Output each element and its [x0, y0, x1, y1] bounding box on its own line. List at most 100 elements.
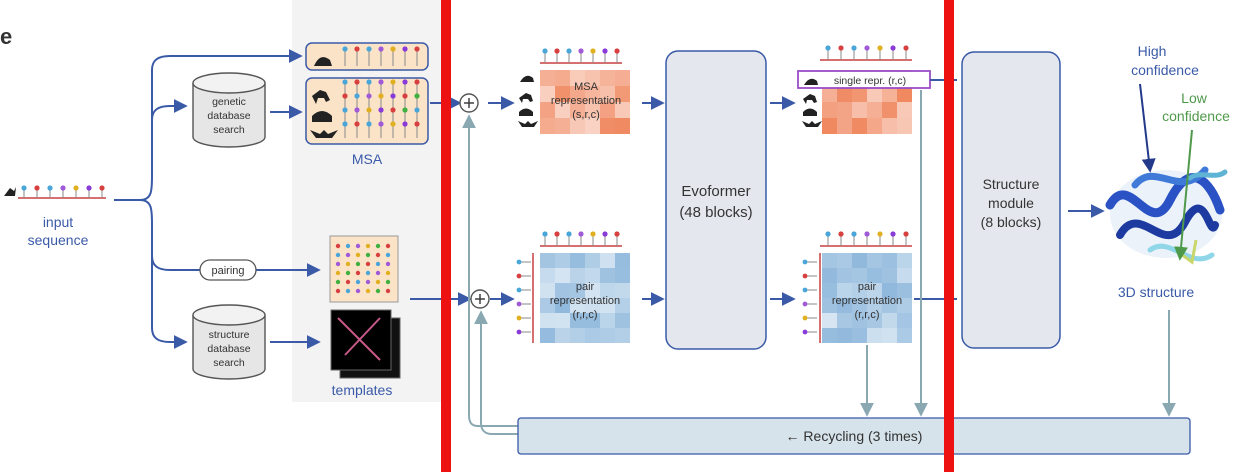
repr-cell [897, 298, 912, 313]
residue-pin-head [390, 93, 396, 99]
residue-pin-head [342, 93, 348, 99]
template-dot [345, 261, 351, 267]
pair-repr-label-1: pair [576, 281, 595, 293]
bear-icon [519, 108, 533, 116]
repr-cell [822, 102, 837, 118]
repr-cell [585, 313, 600, 328]
repr-cell [882, 283, 897, 298]
repr-cell [882, 102, 897, 118]
input-residue-pins [21, 185, 105, 198]
template-dot [355, 261, 361, 267]
residue-pin-head [566, 48, 572, 54]
residue-pin-head [590, 231, 596, 237]
template-dot [375, 288, 381, 294]
residue-pin-head [402, 79, 408, 85]
residue-pin-head [554, 231, 560, 237]
template-dot [345, 243, 351, 249]
repr-cell [822, 268, 837, 283]
residue-pin-head [602, 48, 608, 54]
template-dot [335, 279, 341, 285]
residue-pin-head [802, 315, 808, 321]
repr-cell [822, 86, 837, 102]
repr-cell [837, 118, 852, 134]
repr-cell [837, 313, 852, 328]
single-repr-label: single repr. (r,c) [834, 75, 906, 87]
repr-cell [882, 118, 897, 134]
repr-cell [822, 298, 837, 313]
repr-cell [852, 118, 867, 134]
repr-cell [600, 298, 615, 313]
pair-representation-input: pair representation (r,r,c) [516, 231, 630, 343]
repr-cell [615, 102, 630, 118]
repr-cell [867, 268, 882, 283]
residue-pin-head [366, 46, 372, 52]
residue-pin-head [838, 45, 844, 51]
repr-cell [852, 313, 867, 328]
residue-pin-head [851, 45, 857, 51]
structure-module-label-1: Structure [983, 176, 1040, 192]
residue-pin-head [516, 301, 522, 307]
repr-cell [570, 313, 585, 328]
templates-label: templates [332, 382, 393, 398]
template-dot [385, 270, 391, 276]
repr-cell [615, 298, 630, 313]
template-dot [355, 243, 361, 249]
evoformer-block: Evoformer (48 blocks) [665, 50, 767, 350]
pair-repr-out-label-3: (r,r,c) [854, 309, 879, 321]
repr-cell [897, 102, 912, 118]
repr-cell [540, 253, 555, 268]
template-dot [385, 243, 391, 249]
repr-cell [600, 253, 615, 268]
input-label-line2: sequence [28, 232, 89, 248]
residue-pin-head [802, 259, 808, 265]
seal-icon [804, 78, 818, 85]
repr-cell [615, 313, 630, 328]
structure-database-cylinder: structure database search [192, 304, 266, 380]
template-dot [335, 252, 341, 258]
residue-pin-head [802, 287, 808, 293]
repr-cell [822, 118, 837, 134]
genetic-database-cylinder: genetic database search [192, 72, 266, 148]
residue-pin-head [21, 185, 27, 191]
repr-cell [540, 313, 555, 328]
repr-cell [585, 283, 600, 298]
repr-cell [570, 253, 585, 268]
residue-pin-head [578, 231, 584, 237]
residue-pin-head [378, 107, 384, 113]
repr-cell [585, 86, 600, 102]
repr-cell [867, 118, 882, 134]
repr-cell [615, 86, 630, 102]
residue-pin-head [342, 79, 348, 85]
repr-cell [540, 86, 555, 102]
repr-cell [615, 253, 630, 268]
residue-pin-head [378, 121, 384, 127]
input-branches [114, 49, 321, 349]
repr-cell [600, 283, 615, 298]
repr-cell [540, 328, 555, 343]
residue-pin-head [390, 79, 396, 85]
repr-cell [600, 118, 615, 134]
deer-icon [519, 93, 533, 103]
residue-pin-head [378, 93, 384, 99]
residue-pin-head [402, 121, 408, 127]
template-dot [345, 270, 351, 276]
repr-cell [540, 268, 555, 283]
repr-cell [882, 313, 897, 328]
repr-cell [867, 328, 882, 343]
residue-pin-head [864, 45, 870, 51]
residue-pin-head [378, 46, 384, 52]
repr-cell [615, 283, 630, 298]
template-dot [385, 252, 391, 258]
template-dot [375, 252, 381, 258]
repr-cell [570, 102, 585, 118]
input-sequence: input sequence [4, 185, 106, 248]
msa-repr-label-1: MSA [574, 81, 599, 93]
residue-pin-head [554, 48, 560, 54]
residue-pin-head [390, 46, 396, 52]
repr-cell [882, 253, 897, 268]
residue-pin-head [366, 93, 372, 99]
repr-cell [570, 298, 585, 313]
plus-node-msa [459, 93, 479, 113]
structure-module-block: Structure module (8 blocks) [961, 51, 1061, 349]
